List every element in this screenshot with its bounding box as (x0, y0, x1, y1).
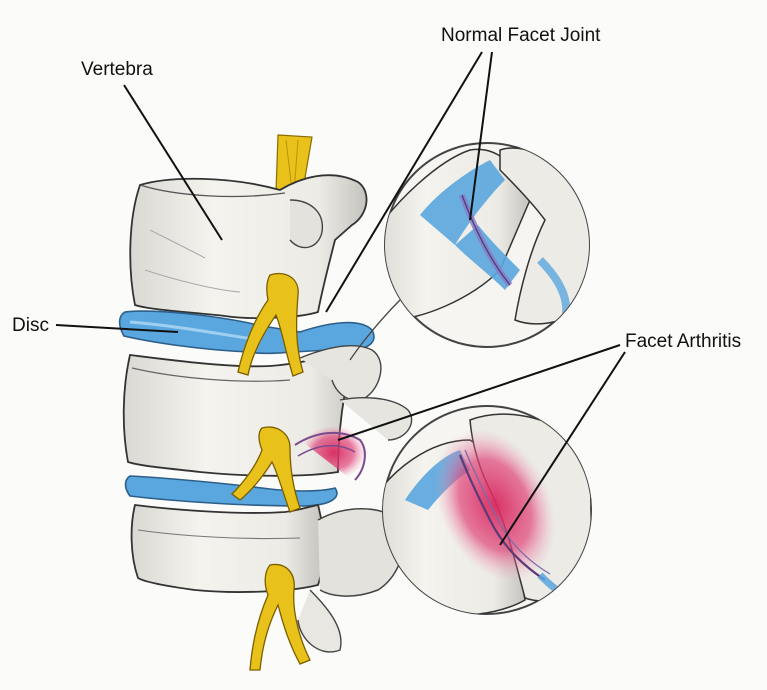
lower-disc (126, 476, 337, 506)
upper-vertebra (130, 175, 366, 318)
facet-arthritis-magnified (370, 406, 592, 615)
label-normal-facet-joint: Normal Facet Joint (441, 26, 600, 45)
label-facet-arthritis: Facet Arthritis (625, 332, 741, 351)
label-disc: Disc (12, 316, 49, 335)
normal-facet-joint-magnified (350, 143, 590, 360)
label-vertebra: Vertebra (81, 60, 153, 79)
